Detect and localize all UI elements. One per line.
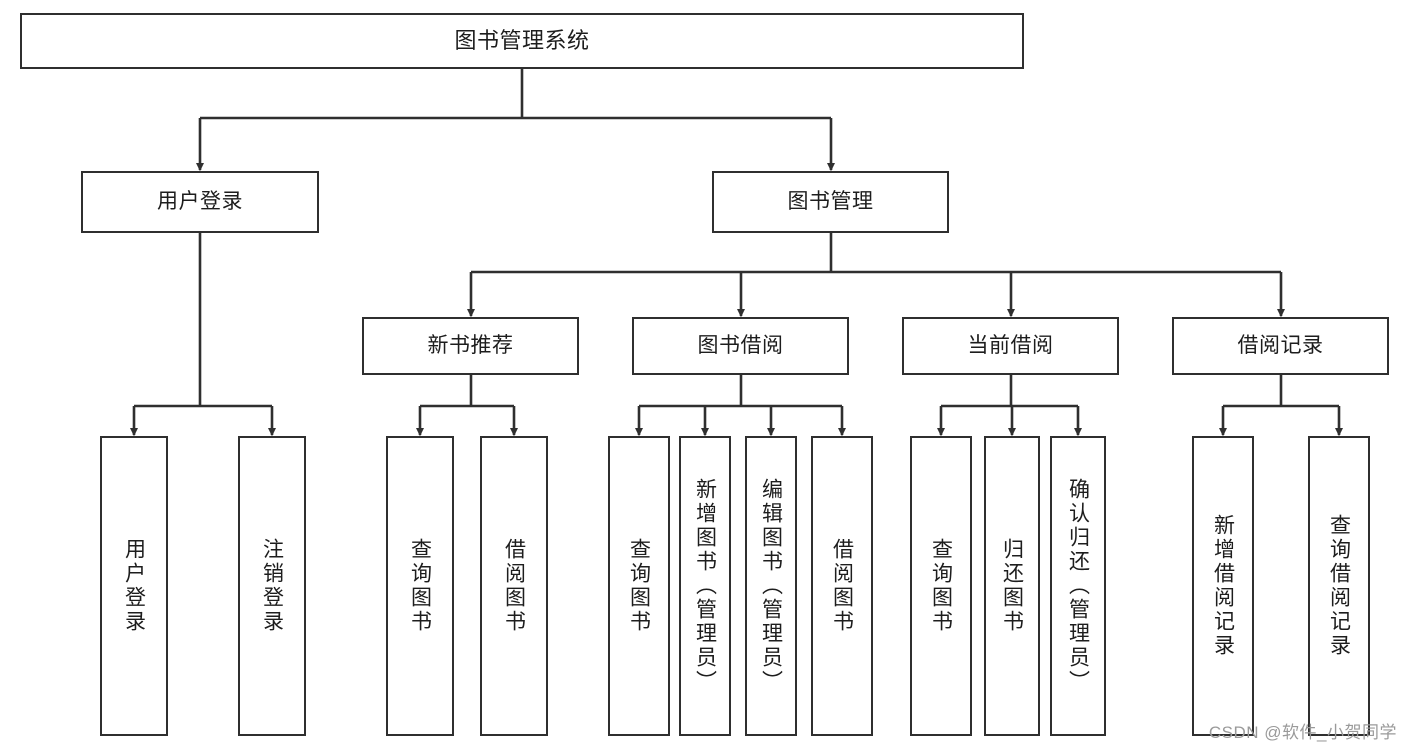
node-label-leaf-query-book-1: 查询图书 [408, 538, 432, 634]
node-label-root: 图书管理系统 [454, 28, 590, 54]
node-leaf-user-login[interactable]: 用户登录 [100, 436, 168, 736]
node-label-user-login: 用户登录 [157, 189, 243, 213]
node-book-borrow[interactable]: 图书借阅 [632, 317, 849, 375]
node-leaf-query-borrow-record[interactable]: 查询借阅记录 [1308, 436, 1370, 736]
node-leaf-return-book[interactable]: 归还图书 [984, 436, 1040, 736]
node-label-current-borrow: 当前借阅 [967, 333, 1054, 357]
node-label-leaf-query-book-3: 查询图书 [929, 538, 953, 634]
node-leaf-confirm-return-admin[interactable]: 确认归还（管理员） [1050, 436, 1106, 736]
node-label-leaf-borrow-book-2: 借阅图书 [830, 538, 854, 634]
node-leaf-query-book-1[interactable]: 查询图书 [386, 436, 454, 736]
node-borrow-record[interactable]: 借阅记录 [1172, 317, 1389, 375]
node-leaf-query-book-2[interactable]: 查询图书 [608, 436, 670, 736]
node-label-new-book-recommend: 新书推荐 [427, 333, 514, 357]
node-label-leaf-borrow-book-1: 借阅图书 [502, 538, 526, 634]
connector-lines [129, 69, 1344, 437]
node-label-leaf-add-borrow-record: 新增借阅记录 [1211, 514, 1235, 658]
node-label-leaf-logout-login: 注销登录 [260, 538, 284, 634]
node-new-book-recommend[interactable]: 新书推荐 [362, 317, 579, 375]
node-label-leaf-edit-book-admin: 编辑图书（管理员） [759, 478, 783, 694]
node-leaf-borrow-book-2[interactable]: 借阅图书 [811, 436, 873, 736]
node-user-login[interactable]: 用户登录 [81, 171, 319, 233]
node-label-leaf-confirm-return-admin: 确认归还（管理员） [1066, 478, 1090, 694]
node-label-book-borrow: 图书借阅 [697, 333, 784, 357]
node-label-leaf-add-book-admin: 新增图书（管理员） [693, 478, 717, 694]
node-current-borrow[interactable]: 当前借阅 [902, 317, 1119, 375]
node-root[interactable]: 图书管理系统 [20, 13, 1024, 69]
node-label-leaf-user-login: 用户登录 [122, 538, 146, 634]
node-leaf-add-borrow-record[interactable]: 新增借阅记录 [1192, 436, 1254, 736]
node-label-leaf-query-borrow-record: 查询借阅记录 [1327, 514, 1351, 658]
node-leaf-edit-book-admin[interactable]: 编辑图书（管理员） [745, 436, 797, 736]
node-leaf-add-book-admin[interactable]: 新增图书（管理员） [679, 436, 731, 736]
node-leaf-query-book-3[interactable]: 查询图书 [910, 436, 972, 736]
node-leaf-logout-login[interactable]: 注销登录 [238, 436, 306, 736]
node-leaf-borrow-book-1[interactable]: 借阅图书 [480, 436, 548, 736]
node-book-manage[interactable]: 图书管理 [712, 171, 949, 233]
node-label-book-manage: 图书管理 [787, 189, 874, 213]
node-label-borrow-record: 借阅记录 [1237, 333, 1324, 357]
node-label-leaf-return-book: 归还图书 [1000, 538, 1024, 634]
node-label-leaf-query-book-2: 查询图书 [627, 538, 651, 634]
